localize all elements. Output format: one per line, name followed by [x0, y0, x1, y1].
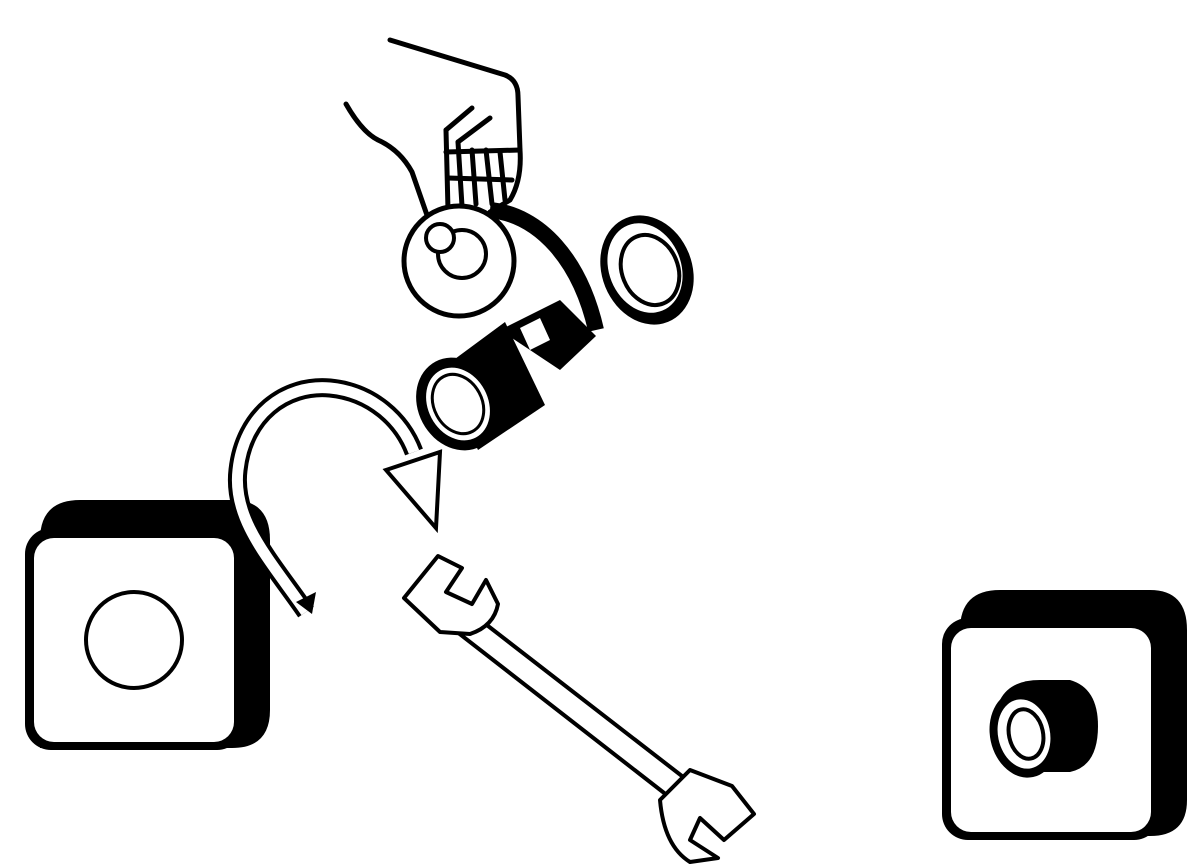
- square-mount-installed-icon: [942, 590, 1187, 840]
- hand-icon: [346, 40, 520, 218]
- wrench-icon: [404, 556, 754, 862]
- seal-ring-icon: [584, 201, 709, 339]
- small-ring-icon: [404, 206, 514, 316]
- square-mount-empty-icon: [25, 500, 270, 750]
